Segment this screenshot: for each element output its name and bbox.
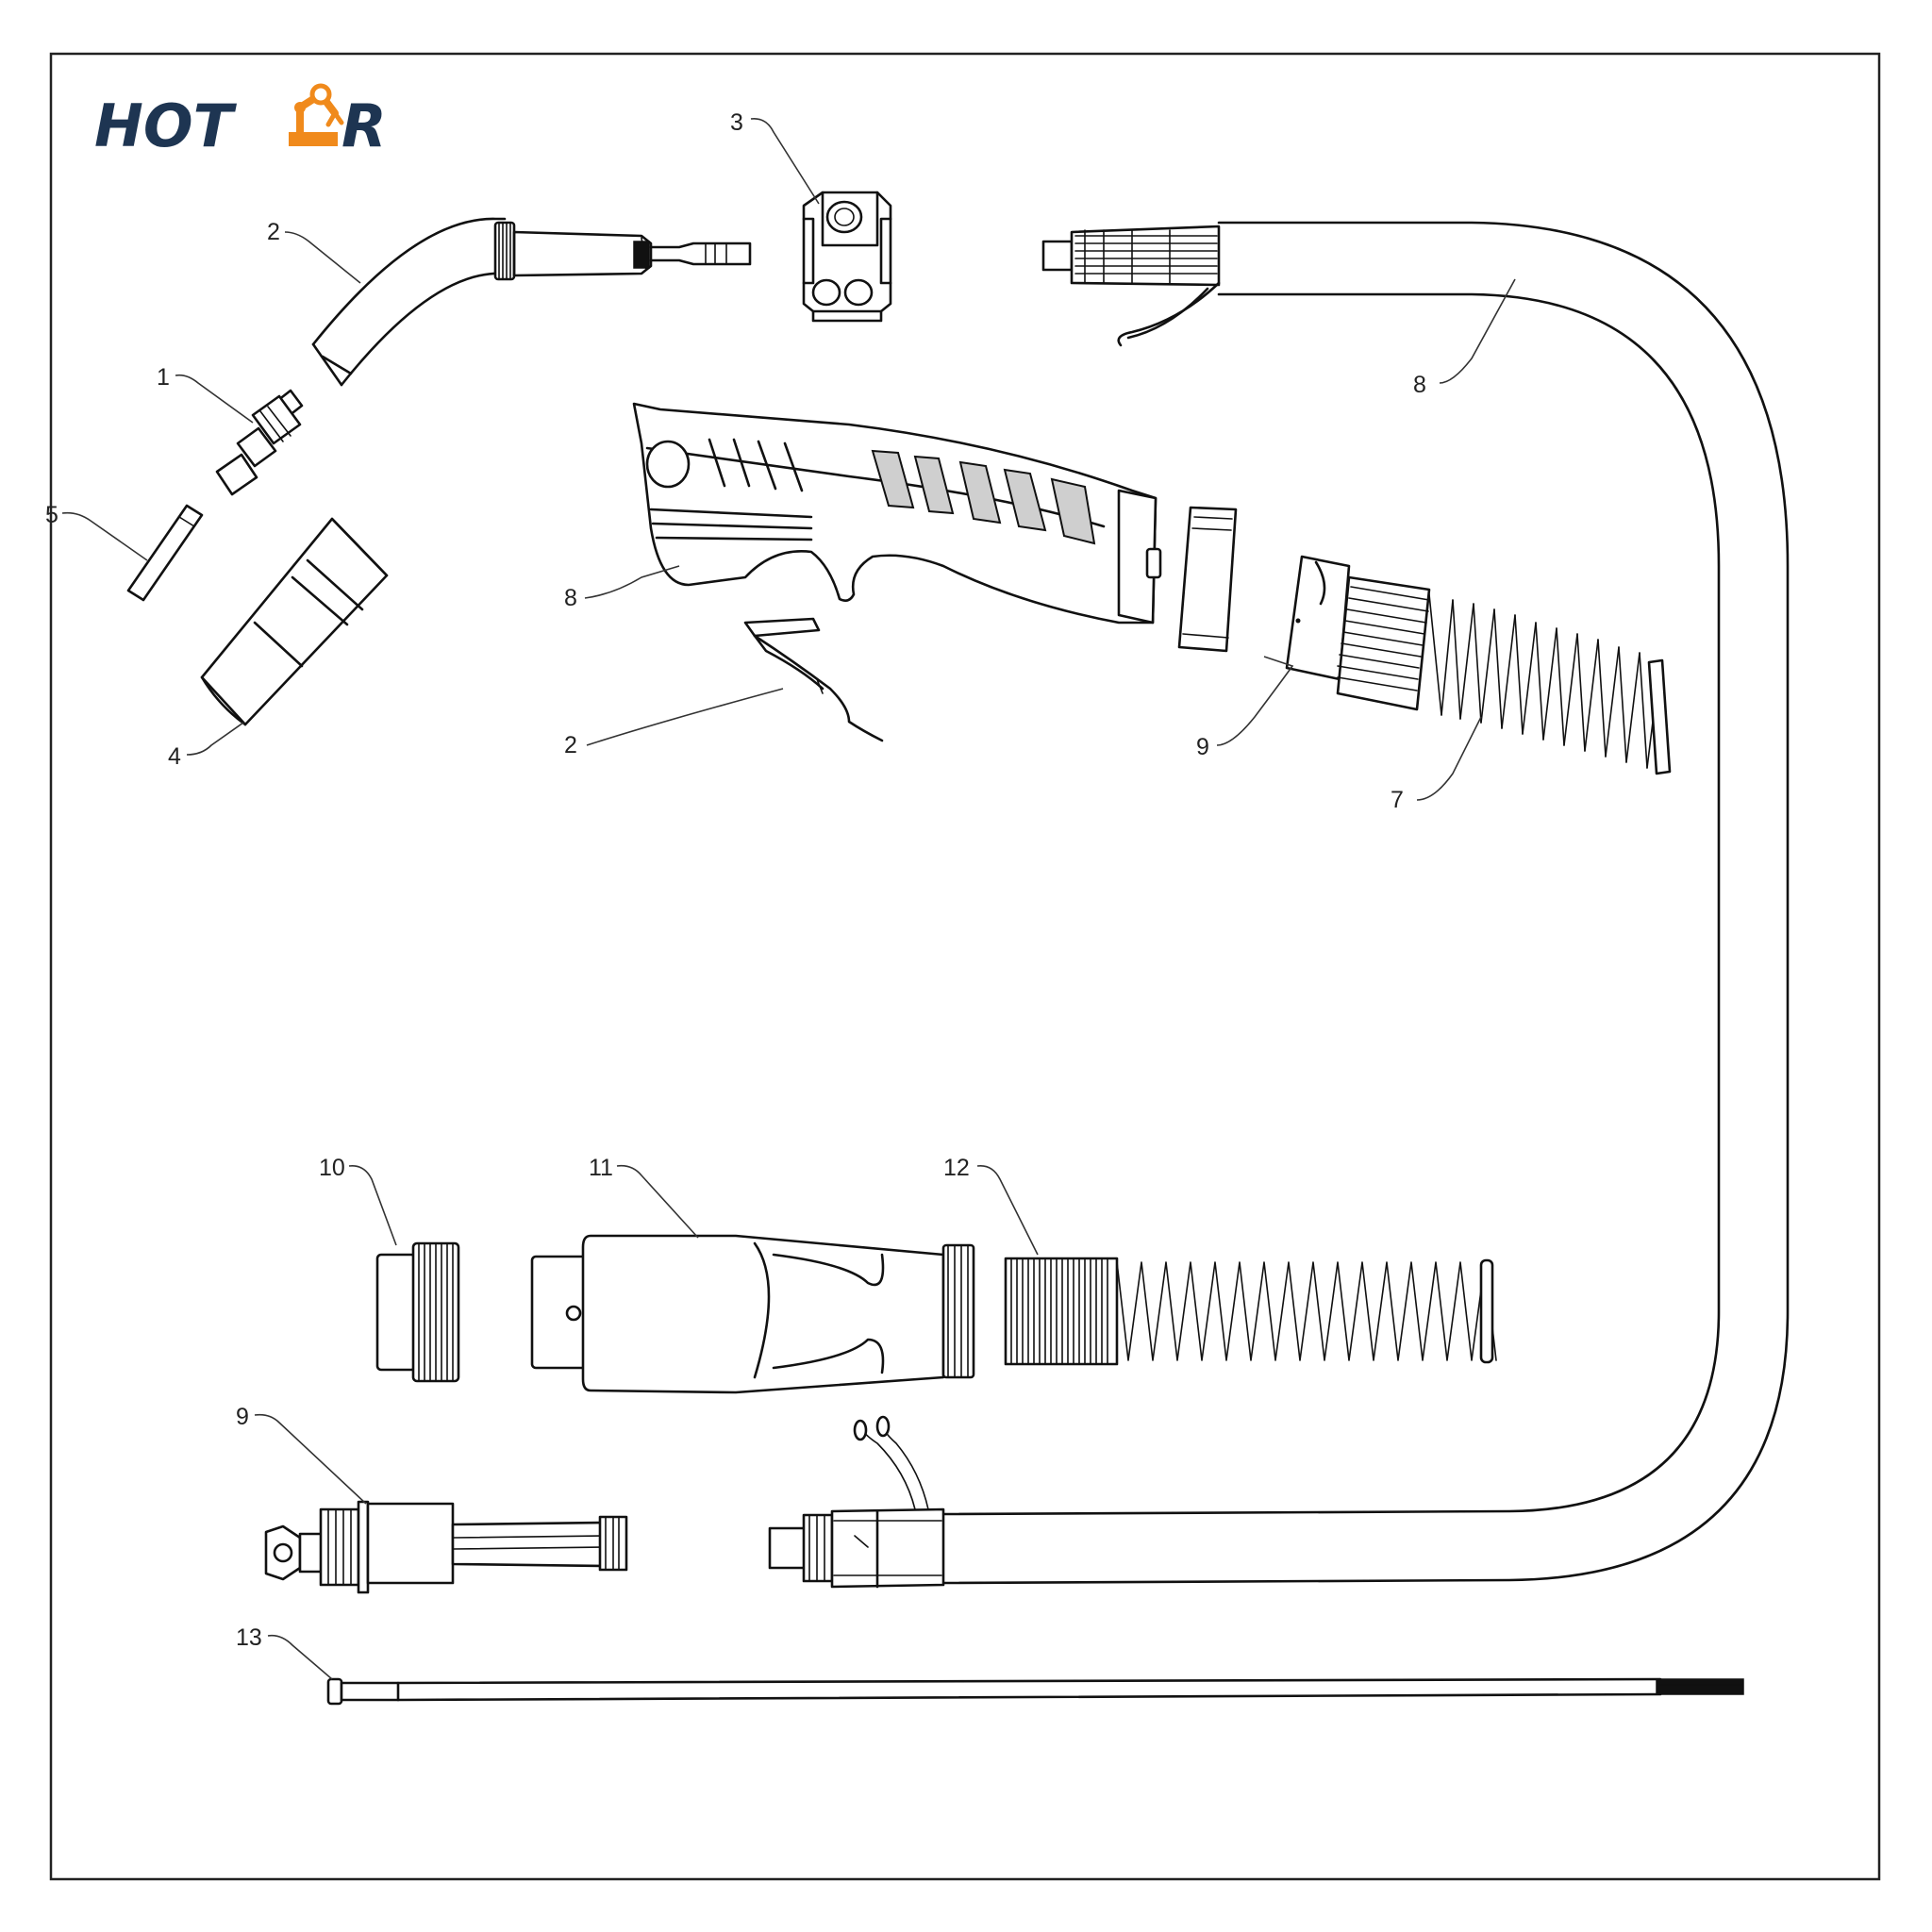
callout-leaders (61, 117, 1516, 1680)
callout-11: 11 (589, 1155, 613, 1181)
logo-text-right: R (341, 92, 387, 160)
part-handle-ring (1177, 506, 1238, 653)
callout-2-neck: 2 (267, 219, 280, 245)
diagram-frame (49, 52, 1881, 1881)
part-rear-handle (530, 1234, 975, 1394)
part-liner (326, 1677, 1744, 1706)
callout-7: 7 (1391, 787, 1404, 813)
callout-3: 3 (730, 109, 743, 136)
part-handle-shell (632, 402, 1162, 625)
callout-5: 5 (45, 502, 58, 528)
part-trigger (743, 617, 884, 742)
callout-12: 12 (943, 1155, 970, 1181)
part-cable-assembly (941, 221, 1790, 1585)
part-cable-connector (768, 1415, 945, 1589)
part-spring-upper (1428, 593, 1672, 775)
callout-9-upper: 9 (1196, 734, 1209, 760)
part-gas-nozzle (200, 517, 389, 726)
callout-13: 13 (236, 1624, 262, 1651)
callout-4: 4 (168, 743, 181, 770)
logo-text-left: HOT (94, 92, 238, 160)
callout-8-handle: 8 (564, 585, 577, 611)
callout-2-trigger: 2 (564, 732, 577, 758)
part-rear-spring (1004, 1257, 1497, 1366)
callout-9-lower: 9 (236, 1404, 249, 1430)
part-spring-support (1285, 555, 1431, 711)
part-central-connector (264, 1500, 628, 1594)
part-contact-tip (126, 504, 204, 602)
part-neck (311, 217, 752, 387)
part-neck-clamp (802, 191, 892, 323)
robot-arm-icon (289, 83, 344, 146)
callout-labels: 3 2 1 5 4 8 2 9 7 8 10 11 12 9 13 (45, 109, 1426, 1651)
callout-1: 1 (157, 364, 170, 391)
part-tip-holder (215, 389, 304, 496)
brand-logo: HOT R (94, 83, 387, 160)
part-connector-nut (375, 1241, 460, 1383)
callout-10: 10 (319, 1155, 345, 1181)
callout-8-cable: 8 (1413, 372, 1426, 398)
